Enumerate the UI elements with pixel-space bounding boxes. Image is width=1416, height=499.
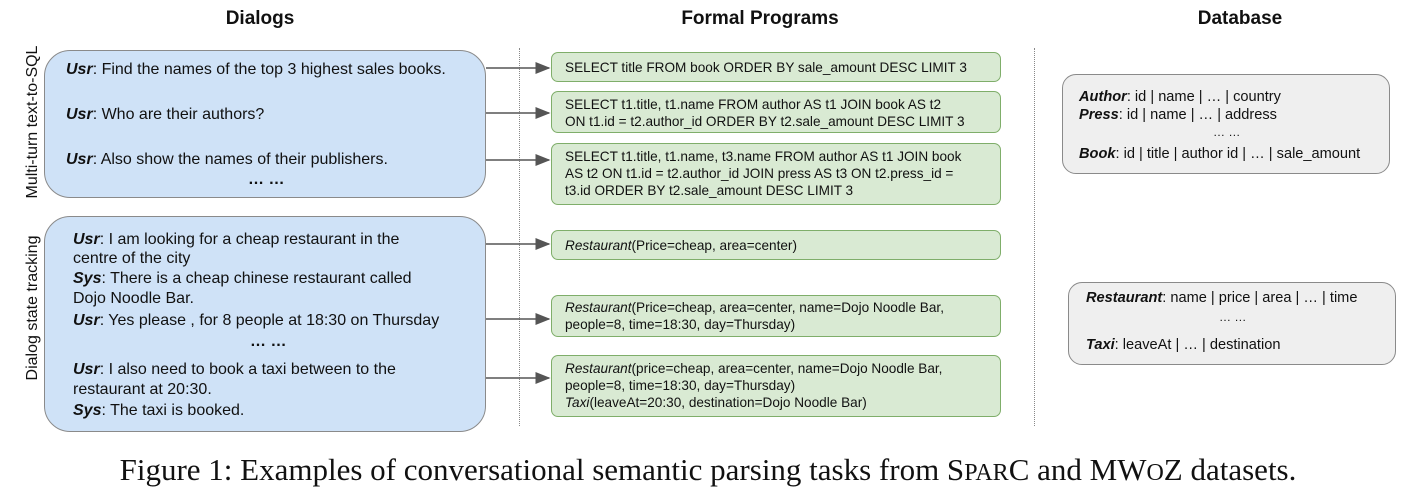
dst-database-schema: Restaurant: name | price | area | … | ti… [1068, 282, 1396, 365]
dst-schema-ellipsis: … … [1219, 310, 1247, 324]
formal-programs-header: Formal Programs [681, 8, 839, 29]
schema-ellipsis: … … [1213, 125, 1241, 139]
separator-dialogs-programs [519, 48, 520, 426]
sql-program-2: SELECT t1.title, t1.name FROM author AS … [551, 91, 1001, 133]
dialogs-header: Dialogs [225, 8, 295, 29]
dst-line-1: Usr: I am looking for a cheap restaurant… [73, 231, 400, 248]
sql-turn-2: Usr: Who are their authors? [66, 106, 265, 123]
taxi-table: Taxi: leaveAt | … | destination [1086, 337, 1281, 353]
dst-line-8: Sys: The taxi is booked. [73, 402, 245, 419]
sql-dialog-box: Usr: Find the names of the top 3 highest… [44, 50, 486, 198]
dst-program-1: Restaurant(Price=cheap, area=center) [551, 230, 1001, 260]
dst-line-7: restaurant at 20:30. [73, 381, 212, 398]
figure-caption: Figure 1: Examples of conversational sem… [119, 452, 1297, 487]
sql-turn-1: Usr: Find the names of the top 3 highest… [66, 61, 446, 78]
sql-program-3: SELECT t1.title, t1.name, t3.name FROM a… [551, 143, 1001, 205]
sql-program-1: SELECT title FROM book ORDER BY sale_amo… [551, 52, 1001, 82]
dst-program-2: Restaurant(Price=cheap, area=center, nam… [551, 295, 1001, 337]
dst-dialog-box: Usr: I am looking for a cheap restaurant… [44, 216, 486, 432]
book-table: Book: id | title | author id | … | sale_… [1079, 146, 1361, 162]
dst-line-4: Dojo Noodle Bar. [73, 290, 194, 307]
dst-program-3: Restaurant(price=cheap, area=center, nam… [551, 355, 1001, 417]
dst-line-6: Usr: I also need to book a taxi between … [73, 361, 396, 378]
database-header: Database [1197, 8, 1283, 29]
sql-database-schema: Author: id | name | … | country Press: i… [1062, 74, 1390, 174]
separator-programs-database [1034, 48, 1035, 426]
dst-ellipsis: … … [250, 333, 287, 350]
press-table: Press: id | name | … | address [1079, 107, 1277, 123]
sql-ellipsis: … … [248, 171, 285, 188]
dst-line-5: Usr: Yes please , for 8 people at 18:30 … [73, 312, 440, 329]
sql-turn-3: Usr: Also show the names of their publis… [66, 151, 388, 168]
dst-line-2: centre of the city [73, 250, 191, 267]
dst-line-3: Sys: There is a cheap chinese restaurant… [73, 270, 412, 287]
restaurant-table: Restaurant: name | price | area | … | ti… [1086, 290, 1358, 306]
author-table: Author: id | name | … | country [1079, 89, 1281, 105]
